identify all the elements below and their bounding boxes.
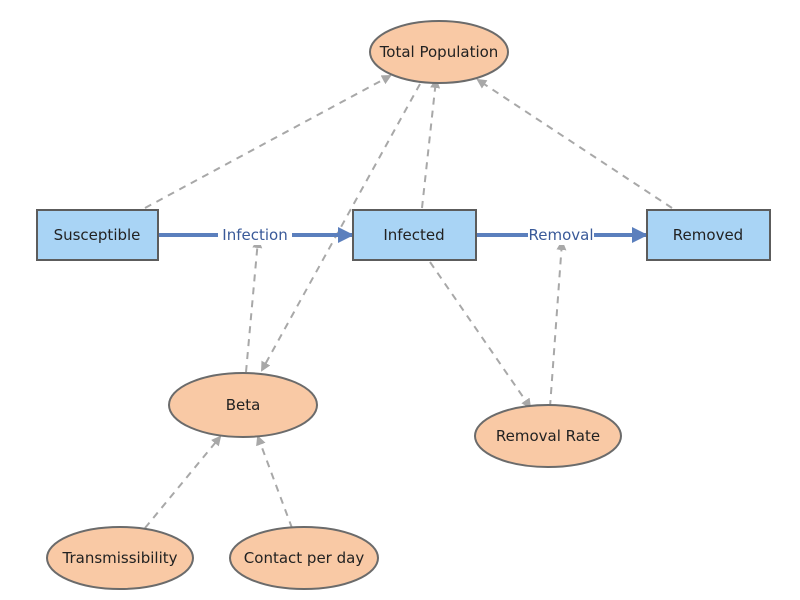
aux-transmissibility-label: Transmissibility	[62, 549, 178, 567]
link-infected-to-removal-rate	[429, 261, 532, 409]
link-total-population-to-beta	[261, 83, 421, 372]
flow-infection-label[interactable]: Infection	[222, 226, 287, 244]
stock-susceptible[interactable]: Susceptible	[36, 209, 159, 261]
link-contact-per-day-to-beta	[256, 435, 293, 529]
stock-removed-label: Removed	[673, 226, 743, 244]
aux-beta[interactable]: Beta	[168, 372, 318, 438]
aux-contact-per-day[interactable]: Contact per day	[229, 526, 379, 590]
link-susceptible-to-total-population	[144, 75, 392, 209]
flow-infection-label-bg	[218, 225, 292, 245]
aux-contact-per-day-label: Contact per day	[244, 549, 365, 567]
link-removed-to-total-population	[476, 78, 673, 209]
link-infected-to-total-population	[421, 78, 441, 209]
stock-infected[interactable]: Infected	[352, 209, 477, 261]
aux-total-population-label: Total Population	[379, 43, 499, 61]
aux-beta-label: Beta	[226, 396, 261, 414]
stock-infected-label: Infected	[383, 226, 444, 244]
stock-removed[interactable]: Removed	[646, 209, 771, 261]
aux-removal-rate[interactable]: Removal Rate	[474, 404, 622, 468]
aux-transmissibility[interactable]: Transmissibility	[46, 526, 194, 590]
link-transmissibility-to-beta	[144, 435, 222, 529]
flows: Infection Removal	[158, 225, 648, 245]
aux-total-population[interactable]: Total Population	[369, 20, 509, 84]
link-beta-to-infection	[245, 238, 263, 373]
link-removal-rate-to-removal	[549, 240, 567, 408]
flow-removal-label-bg	[528, 225, 594, 245]
flow-removal-label[interactable]: Removal	[528, 226, 593, 244]
influence-links	[144, 75, 673, 529]
aux-removal-rate-label: Removal Rate	[496, 427, 600, 445]
stock-susceptible-label: Susceptible	[54, 226, 141, 244]
